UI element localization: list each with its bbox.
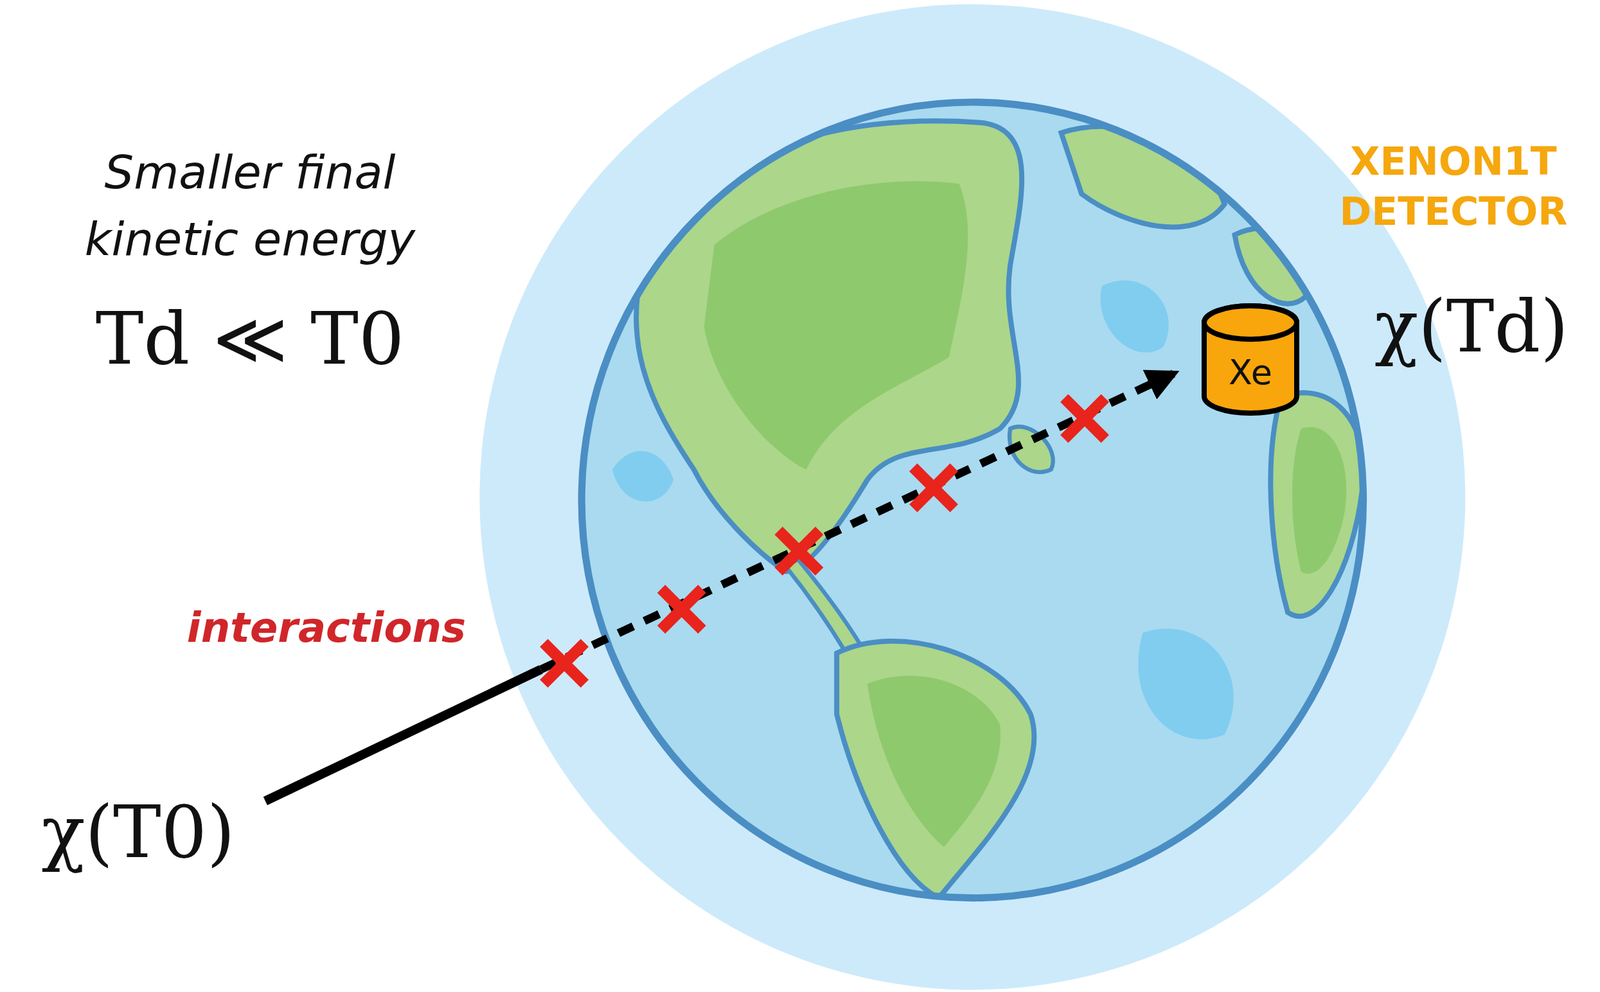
detector-label: XENON1T DETECTOR bbox=[1324, 136, 1583, 237]
interactions-label: interactions bbox=[159, 604, 494, 652]
note-text: Smaller final kinetic energy bbox=[57, 138, 443, 274]
detector-cylinder: Xe bbox=[1199, 300, 1302, 419]
earth-outline bbox=[581, 102, 1363, 899]
particle-final: χ(Td) bbox=[1352, 284, 1591, 369]
particle-initial: χ(T0) bbox=[12, 790, 264, 874]
incoming-track bbox=[265, 669, 542, 802]
dashed-track bbox=[541, 373, 1174, 670]
atmosphere-halo bbox=[479, 4, 1466, 991]
interaction-crosses bbox=[543, 398, 1105, 685]
ocean bbox=[581, 102, 1363, 899]
math-relation: Td ≪ T0 bbox=[44, 296, 456, 381]
detector-symbol: Xe bbox=[1199, 300, 1302, 393]
